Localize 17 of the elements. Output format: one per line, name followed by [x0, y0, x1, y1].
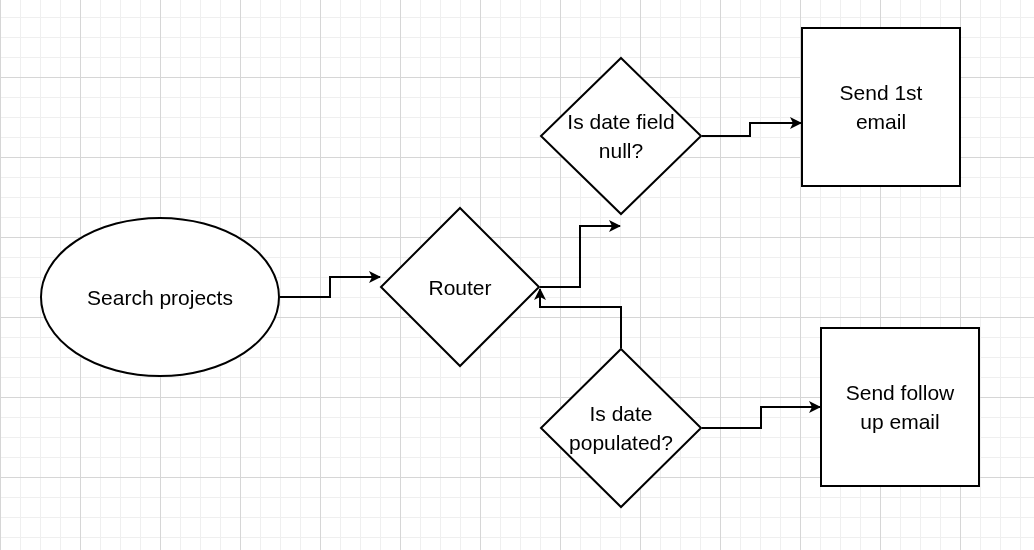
- node-label: Send follow up email: [844, 380, 956, 435]
- arrow: [701, 117, 802, 137]
- node-label: Router: [428, 274, 492, 301]
- arrow: [701, 401, 821, 429]
- start-ellipse: [40, 217, 280, 377]
- arrow: [279, 271, 381, 298]
- arrow: [534, 288, 622, 349]
- process-box: [801, 27, 961, 187]
- arrow: [539, 220, 621, 288]
- decision-diamond: [540, 57, 702, 215]
- decision-diamond: [380, 207, 540, 367]
- node-label: Is date populated?: [568, 401, 674, 456]
- node-label: Search projects: [87, 284, 233, 311]
- node-label: Send 1st email: [838, 80, 924, 135]
- process-box: [820, 327, 980, 487]
- node-label: Is date field null?: [566, 109, 676, 164]
- decision-diamond: [540, 348, 702, 508]
